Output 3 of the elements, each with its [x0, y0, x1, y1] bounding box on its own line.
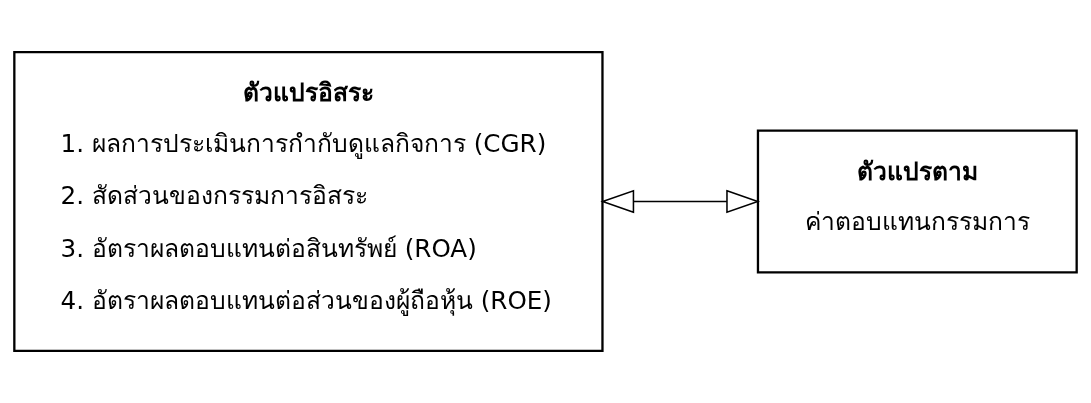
- node-box: ตัวแปรตาม ค่าตอบแทนกรรมการ: [756, 129, 1078, 274]
- arrow: [600, 189, 761, 214]
- node-box: ตัวแปรอิสระ 1. ผลการประเมินการกำกับดูแลกิจการ (CGR) 2. สัดส่วนของกรรมการอิสระ 3. อัตราผลตอบแทนต่อสินทรัพย์ (ROA) 4. อัตราผลตอบแทนต่อส่วนของผู้ถือหุ้น (ROE): [13, 51, 604, 352]
